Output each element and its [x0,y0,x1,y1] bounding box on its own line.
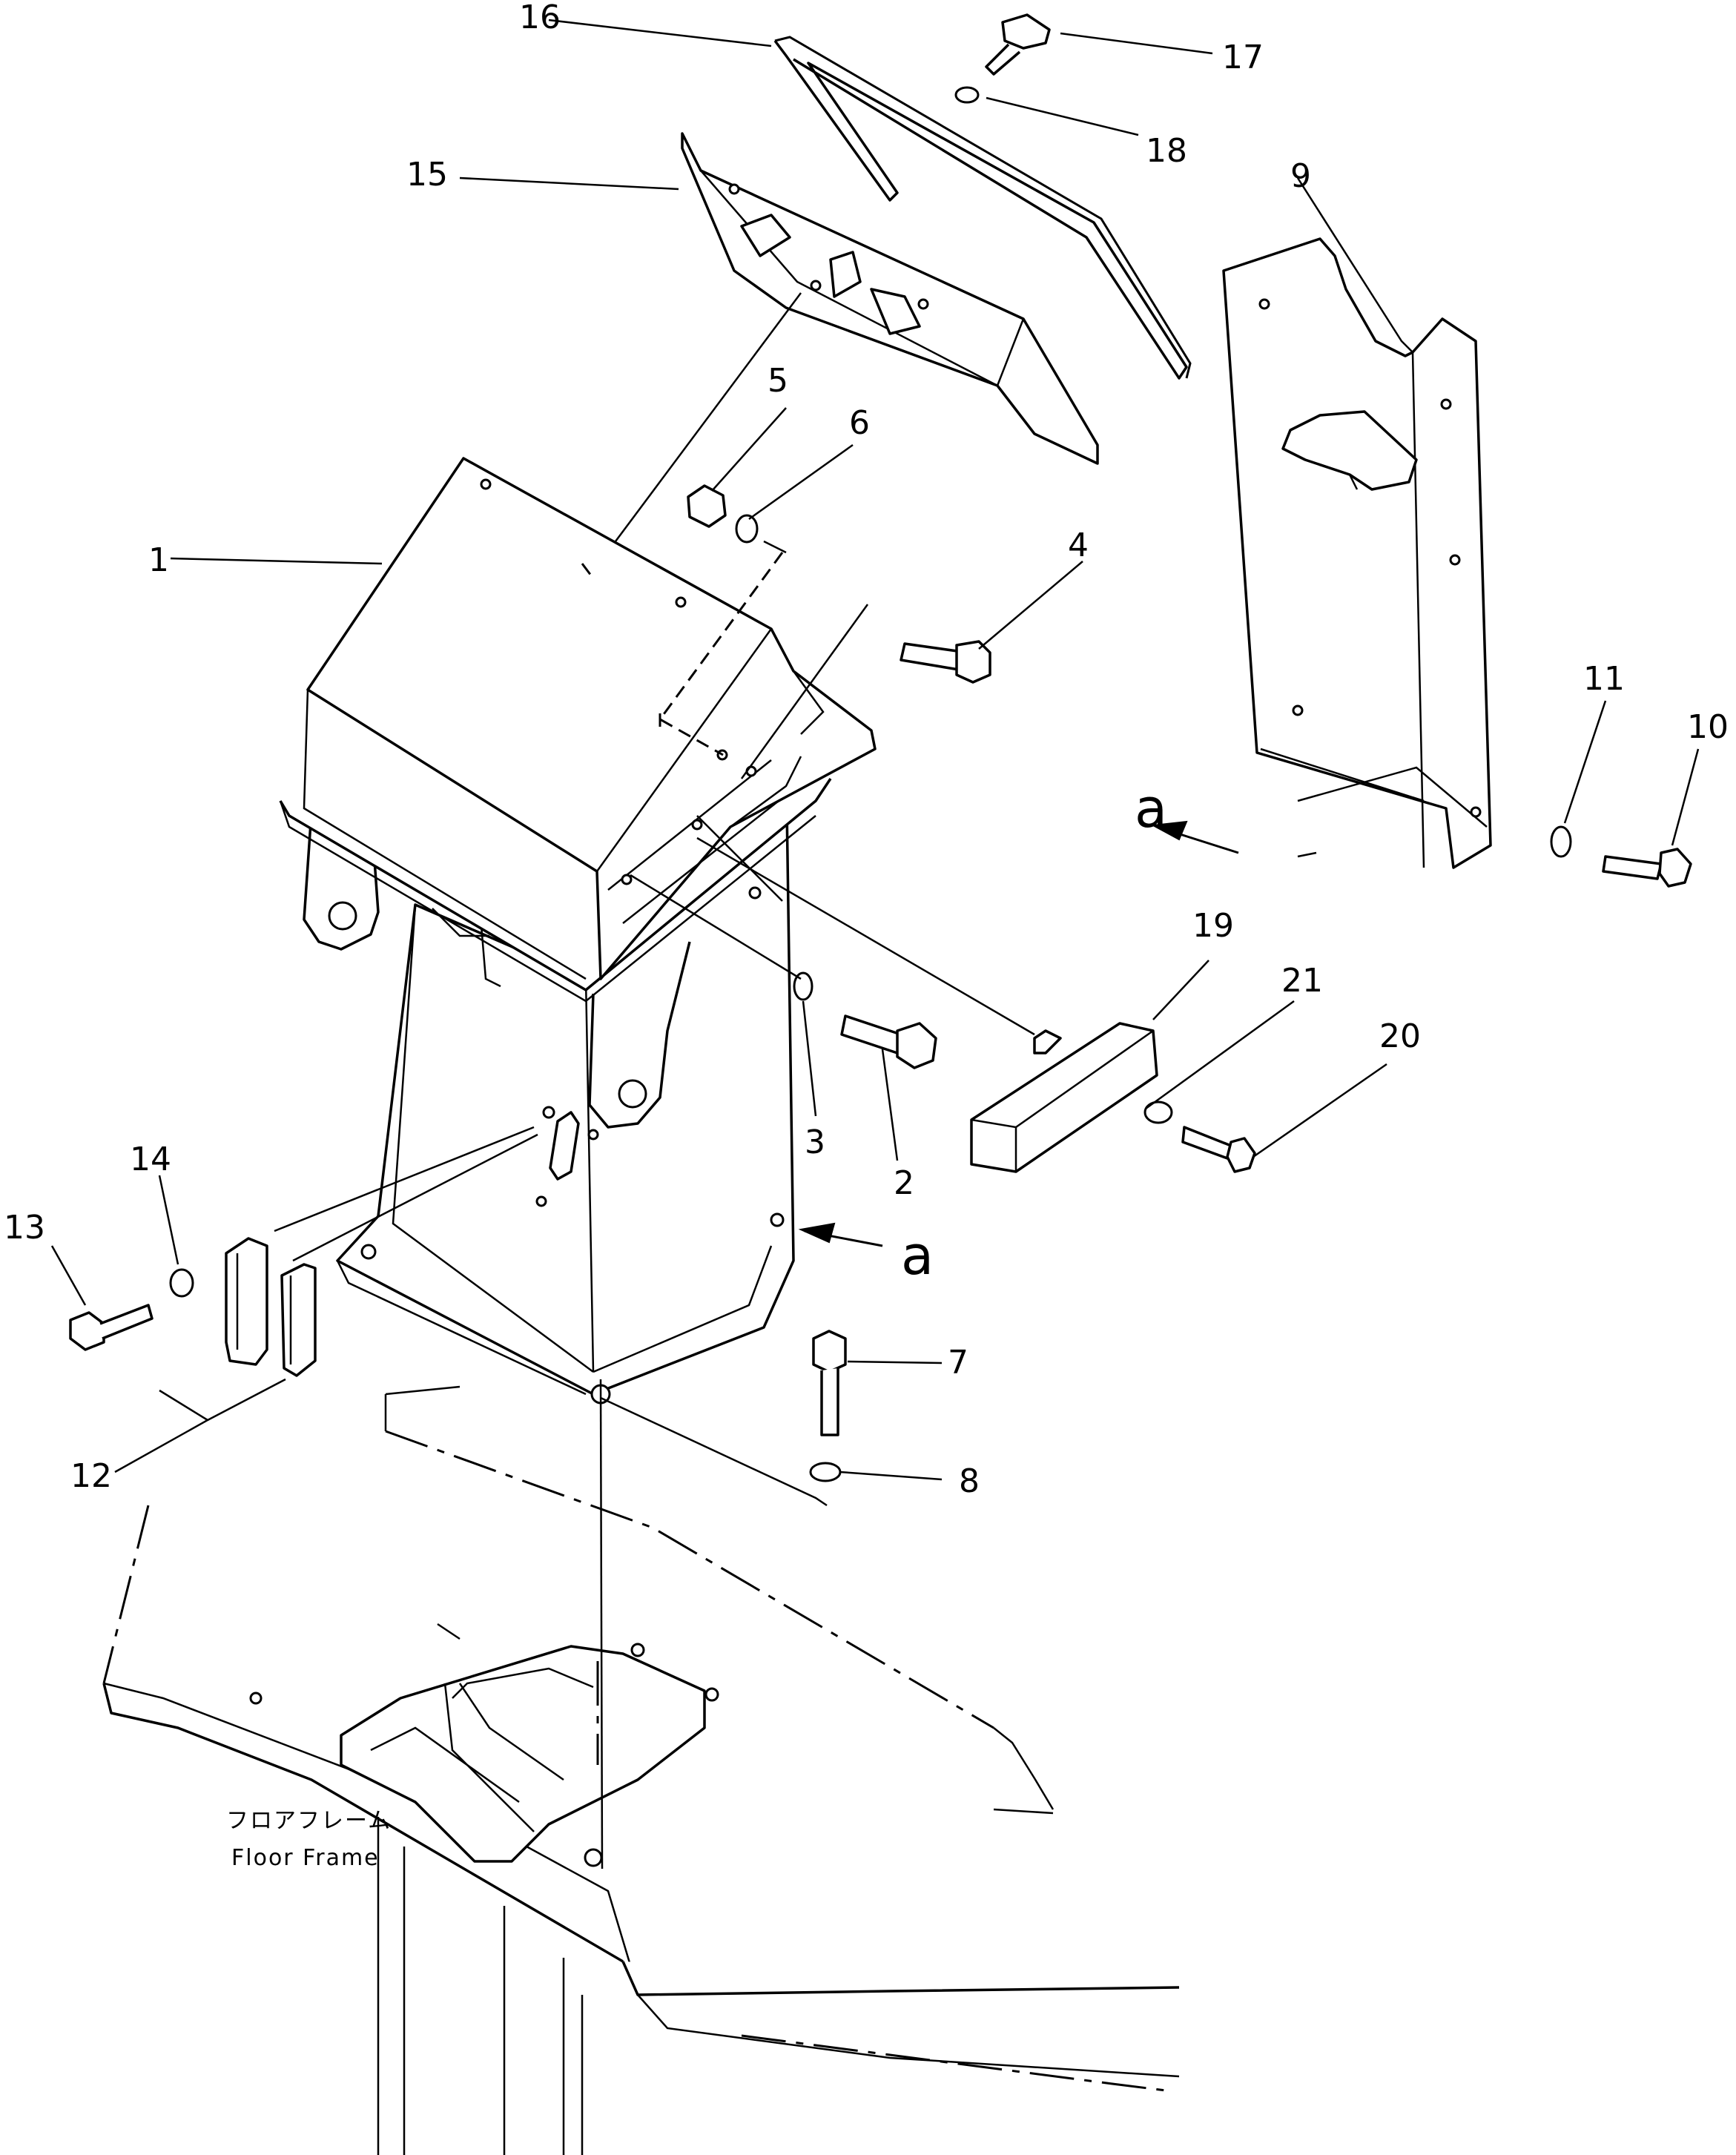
view-arrow-upper [1150,820,1239,854]
label-5: 5 [768,362,788,400]
top-cover-part-15 [681,132,1099,465]
label-2: 2 [894,1164,914,1202]
floor-frame [102,1385,1180,2155]
view-label-upper: a [1135,777,1167,839]
washer-part-3 [793,971,813,1001]
washer-part-8 [809,1462,842,1482]
block-part-19 [970,1022,1158,1173]
label-9: 9 [1290,157,1311,195]
label-4: 4 [1068,527,1089,564]
washer-part-21 [1143,1100,1173,1124]
label-11: 11 [1583,660,1625,698]
bolt-part-13 [69,1304,154,1351]
leader-lines [50,19,1700,1869]
bolt-part-7 [812,1330,847,1436]
bolt-part-4 [900,640,991,684]
brackets-part-12 [225,1237,317,1377]
bolt-part-17 [985,13,1051,76]
label-12: 12 [70,1457,112,1495]
label-6: 6 [849,404,870,442]
washer-part-11 [1550,825,1572,858]
label-19: 19 [1192,907,1234,945]
bolt-part-2 [840,1014,937,1069]
floor-frame-caption-jp: フロアフレーム [226,1808,392,1834]
label-21: 21 [1281,962,1323,1000]
floor-frame-caption-en: Floor Frame [231,1845,380,1871]
label-8: 8 [959,1462,980,1500]
label-14: 14 [130,1141,171,1178]
label-13: 13 [4,1209,45,1247]
label-10: 10 [1687,708,1729,746]
washer-part-14 [169,1268,194,1298]
label-15: 15 [406,156,448,194]
washer-part-18 [954,86,980,104]
bolt-part-20 [1181,1126,1256,1173]
view-arrow-lower [798,1222,883,1247]
frame-part-16 [773,36,1192,380]
console-box-part-1 [279,457,877,1405]
label-16: 16 [519,0,561,36]
label-1: 1 [148,541,169,579]
label-18: 18 [1146,132,1187,170]
view-label-lower: a [901,1224,934,1287]
label-17: 17 [1222,39,1264,76]
washer-part-6 [735,514,759,544]
bolt-part-10 [1602,848,1692,888]
nut-part-5 [687,484,727,528]
label-20: 20 [1379,1017,1421,1055]
label-3: 3 [805,1123,825,1161]
side-panel-part-9 [1222,237,1492,869]
label-7: 7 [948,1344,968,1382]
